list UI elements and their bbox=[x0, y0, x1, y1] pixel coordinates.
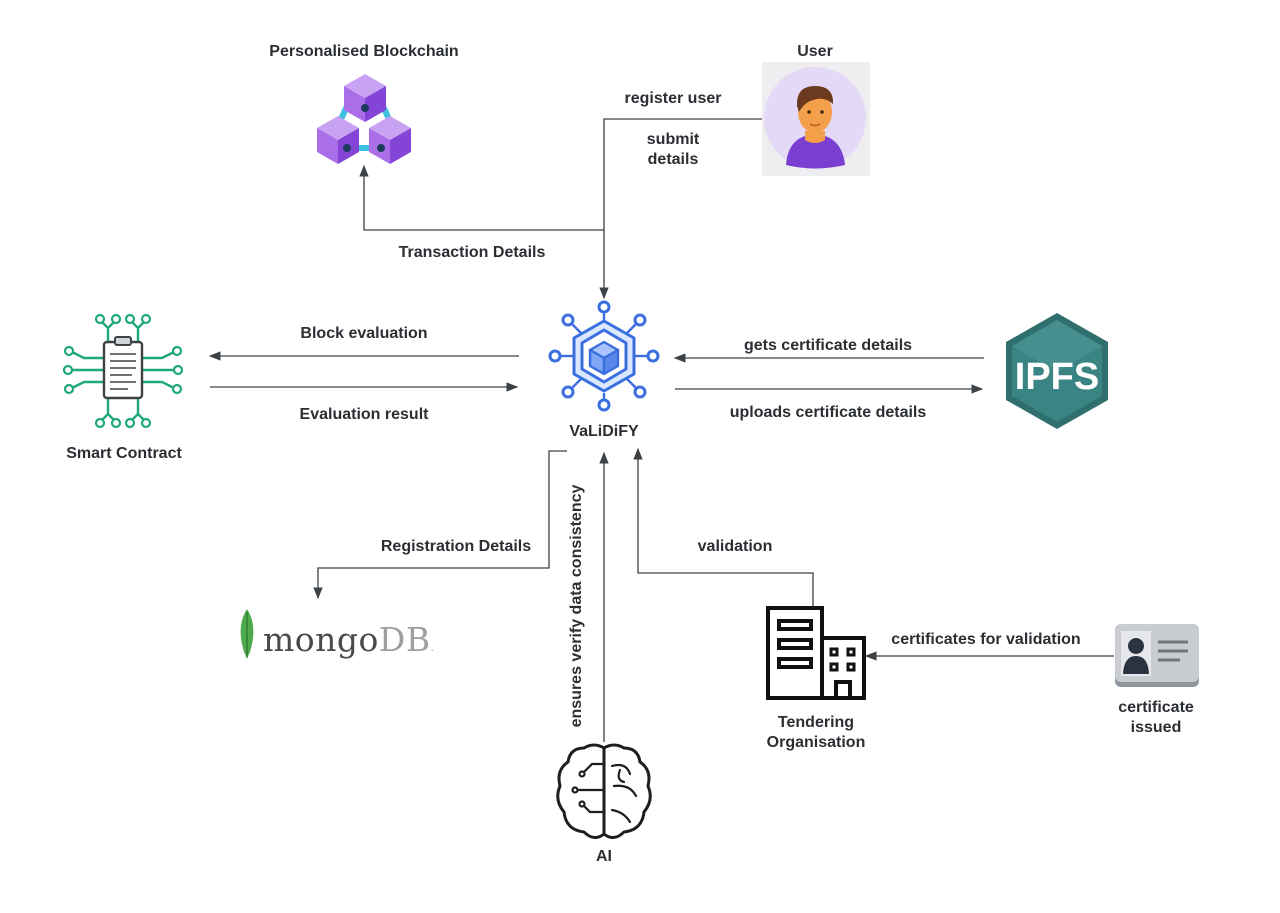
mongodb-logo-db: DB bbox=[378, 620, 431, 659]
user-avatar bbox=[762, 62, 870, 176]
ipfs-logo-text: IPFS bbox=[1015, 356, 1099, 398]
validify-hub-icon bbox=[548, 300, 660, 412]
edge-label-registration-details: Registration Details bbox=[380, 538, 532, 555]
edge-validation bbox=[633, 447, 814, 606]
ai-brain-icon bbox=[556, 743, 652, 839]
edge-label-uploads-certificate-details: uploads certificate details bbox=[729, 404, 927, 421]
ai-node-label: AI bbox=[596, 848, 612, 865]
edge-label-register-user: register user bbox=[624, 90, 722, 107]
smart-contract-node-label: Smart Contract bbox=[66, 445, 182, 462]
edge-transaction-details bbox=[359, 164, 604, 231]
tendering-org-label-line1: Tendering bbox=[777, 714, 855, 731]
validify-node-label: VaLiDiFY bbox=[569, 423, 639, 440]
mongodb-logo-text: mongoDB. bbox=[263, 620, 434, 659]
edge-label-submit-details-line1: submit bbox=[646, 131, 700, 148]
edge-label-ai-consistency: ensures verify data consistency bbox=[568, 484, 585, 728]
edge-user-to-validify bbox=[599, 118, 762, 300]
edge-label-submit-details-line2: details bbox=[647, 151, 699, 168]
blockchain-icon bbox=[317, 74, 411, 164]
smart-contract-icon bbox=[62, 313, 184, 429]
edge-label-evaluation-result: Evaluation result bbox=[299, 406, 429, 423]
user-node-label: User bbox=[797, 43, 833, 60]
edge-label-certificates-for-validation: certificates for validation bbox=[891, 631, 1081, 648]
edge-label-gets-certificate-details: gets certificate details bbox=[743, 337, 913, 354]
mongodb-leaf-icon bbox=[240, 609, 254, 658]
edge-registration-details bbox=[313, 450, 567, 600]
edge-label-block-evaluation: Block evaluation bbox=[300, 325, 428, 342]
blockchain-node-label: Personalised Blockchain bbox=[269, 43, 459, 60]
mongodb-logo-mark: . bbox=[430, 643, 435, 654]
edge-label-transaction-details: Transaction Details bbox=[398, 244, 546, 261]
tendering-org-label-line2: Organisation bbox=[766, 734, 866, 751]
certificate-label-line1: certificate bbox=[1118, 699, 1194, 716]
mongodb-logo-mongo: mongo bbox=[263, 620, 379, 659]
tendering-organisation-building-icon bbox=[766, 606, 866, 700]
certificate-card-icon bbox=[1115, 624, 1199, 687]
ipfs-logo: IPFS bbox=[1006, 313, 1108, 429]
edge-label-validation: validation bbox=[697, 538, 773, 555]
certificate-label-line2: issued bbox=[1130, 719, 1182, 736]
